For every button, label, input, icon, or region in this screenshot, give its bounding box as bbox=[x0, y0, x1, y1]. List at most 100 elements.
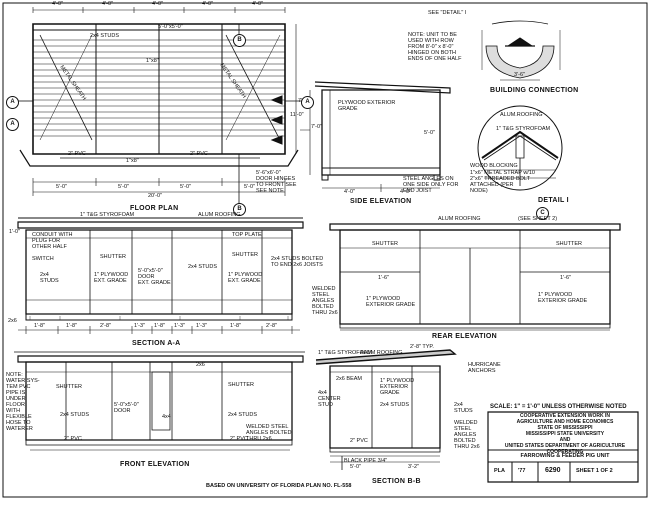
section-bb-studs-right: 2x4 STUDS bbox=[454, 402, 473, 414]
title-block-organization: COOPERATIVE EXTENSION WORK IN AGRICULTUR… bbox=[504, 413, 626, 455]
section-aa-shutter: SHUTTER bbox=[100, 254, 126, 260]
side-elevation-height: 7'-0" bbox=[311, 124, 322, 130]
front-post: 4x4 bbox=[162, 414, 171, 420]
section-aa-drawing bbox=[18, 218, 303, 334]
section-aa-dim-1: 1'-8" bbox=[34, 323, 45, 329]
floor-plan-dim-bottom-3: 5'-0" bbox=[180, 184, 191, 190]
section-marker-a-right: A bbox=[301, 96, 314, 109]
rear-dim-right: 1'-6" bbox=[560, 275, 571, 281]
rear-dim-left: 1'-6" bbox=[378, 275, 389, 281]
section-bb-center-stud: 4x4 CENTER STUD bbox=[318, 390, 341, 408]
building-connection-drawing bbox=[482, 21, 560, 80]
section-bb-hurricane: HURRICANE ANCHORS bbox=[468, 362, 501, 374]
section-aa-studs-left: 2x4 STUDS bbox=[40, 272, 59, 284]
section-bb-beam: 2x6 BEAM bbox=[336, 376, 362, 382]
floor-plan-dim-top-5: 4'-0" bbox=[252, 1, 263, 7]
side-elevation-drawing bbox=[300, 82, 450, 192]
section-aa-dim-2: 1'-8" bbox=[66, 323, 77, 329]
section-aa-dim-9: 2'-8" bbox=[266, 323, 277, 329]
section-bb-dim-2: 3'-2" bbox=[408, 464, 419, 470]
section-aa-dim-7: 1'-3" bbox=[196, 323, 207, 329]
section-aa-plywood-2: 1" PLYWOOD EXT. GRADE bbox=[228, 272, 263, 284]
section-bb-drawing bbox=[316, 350, 455, 470]
detail-metal-strap: 1"x6" METAL STRAP w/10 2"x6" THREADED BO… bbox=[470, 170, 535, 194]
floor-plan-slat: 1"x8" bbox=[146, 58, 159, 64]
title-block-sheet: SHEET 1 OF 2 bbox=[576, 468, 613, 474]
section-bb-top-dim: 2'-8" TYP. bbox=[410, 344, 434, 350]
rear-shutter-right: SHUTTER bbox=[556, 241, 582, 247]
section-bb-black-pipe: BLACK PIPE 3/4" bbox=[344, 458, 388, 464]
section-aa-studs-center: 2x4 STUDS bbox=[188, 264, 218, 270]
floor-plan-drawing bbox=[18, 7, 302, 205]
section-aa-top-dim: 1'-0" bbox=[9, 229, 20, 235]
scale-note: SCALE: 1" = 1'-0" UNLESS OTHERWISE NOTED bbox=[490, 404, 627, 410]
floor-plan-dim-top-2: 4'-0" bbox=[102, 1, 113, 7]
section-bb-dim-1: 5'-0" bbox=[350, 464, 361, 470]
title-block-pla: PLA bbox=[494, 468, 505, 474]
front-pvc-left: 2" PVC bbox=[64, 436, 82, 442]
see-detail-note: SEE "DETAIL" I bbox=[428, 10, 467, 16]
floor-plan-dim-top-1: 4'-0" bbox=[52, 1, 63, 7]
floor-plan-studs: 2x4 STUDS bbox=[90, 33, 120, 39]
rear-welded-angles: WELDED STEEL ANGLES BOLTED THRU 2x6 bbox=[312, 286, 338, 316]
section-aa-rafter: 2x6 bbox=[8, 318, 17, 324]
section-aa-shutter-right: SHUTTER bbox=[232, 252, 258, 258]
section-bb-welded: WELDED STEEL ANGLES BOLTED THRU 2x6 bbox=[454, 420, 480, 450]
section-aa-dim-6: 1'-3" bbox=[174, 323, 185, 329]
section-aa-bolted-note: 2x4 STUDS BOLTED TO END 2x6 JOISTS bbox=[271, 256, 324, 268]
section-bb-plywood: 1" PLYWOOD EXTERIOR GRADE bbox=[380, 378, 415, 396]
section-aa-title: SECTION A-A bbox=[132, 340, 181, 347]
rear-see-sheet: (SEE SHEET 2) bbox=[518, 216, 558, 222]
section-aa-dim-8: 1'-8" bbox=[230, 323, 241, 329]
section-bb-styrofoam: 1" T&G STYROFOAM bbox=[318, 350, 373, 356]
front-top: 2x6 bbox=[196, 362, 205, 368]
front-elevation-drawing bbox=[14, 352, 305, 450]
unit-hinge-note: NOTE: UNIT TO BE USED WITH ROW FROM 8'-0… bbox=[408, 32, 462, 62]
building-connection-title: BUILDING CONNECTION bbox=[490, 87, 579, 94]
front-door: 5'-0"x5'-0" DOOR bbox=[114, 402, 139, 414]
side-elevation-dim-2: 4'-0" bbox=[400, 189, 411, 195]
rear-alum-roofing: ALUM ROOFING bbox=[438, 216, 481, 222]
building-connection-dim: 3'-6" bbox=[514, 72, 525, 78]
front-welded-angles: WELDED STEEL ANGLES BOLTED THRU 2x6 bbox=[246, 424, 292, 442]
floor-plan-dim-top-3: 4'-0" bbox=[152, 1, 163, 7]
section-bb-title: SECTION B-B bbox=[372, 478, 421, 485]
title-block-number: 6290 bbox=[545, 467, 561, 474]
footer-based-on: BASED ON UNIVERSITY OF FLORIDA PLAN NO. … bbox=[206, 483, 352, 489]
front-studs-right: 2x4 STUDS bbox=[228, 412, 258, 418]
rear-elevation-drawing bbox=[330, 224, 620, 330]
section-aa-door: 5'-0"x5'-0" DOOR EXT. GRADE bbox=[138, 268, 171, 286]
front-shutter-right: SHUTTER bbox=[228, 382, 254, 388]
title-block-year: '77 bbox=[518, 468, 526, 474]
front-elevation-title: FRONT ELEVATION bbox=[120, 461, 190, 468]
front-studs-left: 2x4 STUDS bbox=[60, 412, 90, 418]
section-bb-pvc: 2" PVC bbox=[350, 438, 368, 444]
section-marker-a-left: A bbox=[6, 96, 19, 109]
section-bb-studs: 2x4 STUDS bbox=[380, 402, 410, 408]
section-aa-dim-4: 1'-3" bbox=[134, 323, 145, 329]
front-water-note: NOTE: WATER SYS- TEM PVC PIPE IS UNDER F… bbox=[6, 372, 40, 432]
section-marker-b-top: B bbox=[233, 34, 246, 47]
section-aa-dim-5: 1'-8" bbox=[154, 323, 165, 329]
section-marker-a-left-2: A bbox=[6, 118, 19, 131]
side-elevation-height-2: 5'-0" bbox=[424, 130, 435, 136]
rear-plywood-left: 1" PLYWOOD EXTERIOR GRADE bbox=[366, 296, 416, 308]
rear-elevation-title: REAR ELEVATION bbox=[432, 333, 497, 340]
floor-plan-floor-dim: 1"x8" bbox=[126, 158, 139, 164]
section-aa-plywood-1: 1" PLYWOOD EXT. GRADE bbox=[94, 272, 129, 284]
floor-plan-dim-bottom-2: 5'-0" bbox=[118, 184, 129, 190]
detail-1-title: DETAIL I bbox=[538, 197, 569, 204]
side-elevation-steel-angles: STEEL ANGLES ON ONE SIDE ONLY FOR END JO… bbox=[403, 176, 459, 194]
section-aa-dim-3: 2'-8" bbox=[100, 323, 111, 329]
front-pvc-right: 2" PVC bbox=[230, 436, 248, 442]
side-elevation-dim-1: 4'-0" bbox=[344, 189, 355, 195]
front-shutter-left: SHUTTER bbox=[56, 384, 82, 390]
section-aa-alum: ALUM ROOFING bbox=[198, 212, 241, 218]
floor-plan-door-hinges: 5'-6"x6'-0" DOOR HINGES TO FRONT SEE SEE… bbox=[256, 170, 297, 194]
section-aa-switch: SWITCH bbox=[32, 256, 54, 262]
side-elevation-plywood: PLYWOOD EXTERIOR GRADE bbox=[338, 100, 396, 112]
floor-plan-dim-bottom-4: 5'-0" bbox=[244, 184, 255, 190]
floor-plan-pvc-right: 2" PVC bbox=[190, 151, 208, 157]
section-aa-conduit: CONDUIT WITH PLUG FOR OTHER HALF bbox=[32, 232, 73, 250]
